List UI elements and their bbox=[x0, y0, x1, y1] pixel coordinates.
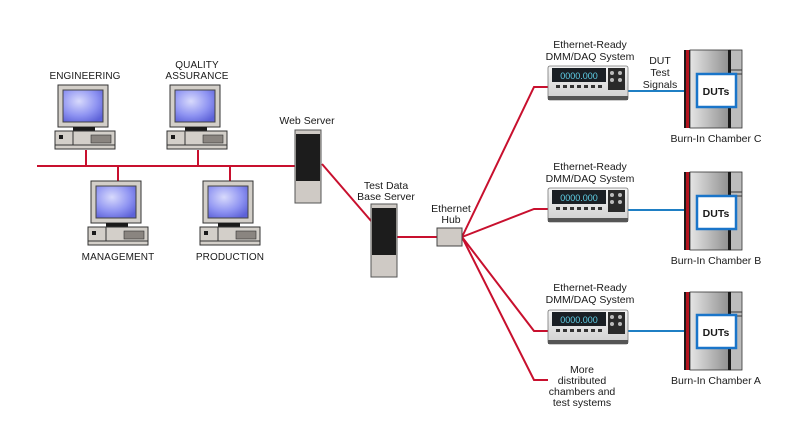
label-db-server-1: Test Data bbox=[363, 180, 409, 192]
label-more-4: test systems bbox=[552, 397, 612, 409]
label-assurance: ASSURANCE bbox=[165, 71, 229, 82]
label-more-3: chambers and bbox=[548, 386, 616, 398]
dmm-instrument-c[interactable]: 0000.000 bbox=[547, 65, 629, 101]
label-dmm-a-2: DMM/DAQ System bbox=[545, 294, 635, 306]
test-data-base-server[interactable] bbox=[370, 203, 398, 278]
svg-text:DUTs: DUTs bbox=[703, 327, 730, 339]
label-chamber-b: Burn-In Chamber B bbox=[670, 255, 762, 267]
svg-text:DUTs: DUTs bbox=[703, 208, 730, 220]
label-more-2: distributed bbox=[557, 375, 607, 387]
dmm-instrument-a[interactable]: 0000.000 bbox=[547, 309, 629, 345]
label-dmm-c-2: DMM/DAQ System bbox=[545, 51, 635, 63]
label-chamber-c: Burn-In Chamber C bbox=[670, 133, 762, 145]
dut-box-a: DUTs bbox=[695, 313, 738, 350]
label-dmm-b-1: Ethernet-Ready bbox=[553, 161, 627, 173]
workstation-management[interactable] bbox=[87, 180, 149, 246]
label-dut-signals-1: DUT bbox=[649, 55, 671, 67]
web-server[interactable] bbox=[294, 129, 322, 204]
label-chamber-a: Burn-In Chamber A bbox=[671, 375, 761, 387]
label-management: MANAGEMENT bbox=[81, 252, 155, 263]
svg-text:DUTs: DUTs bbox=[703, 86, 730, 98]
label-dut-signals-2: Test bbox=[650, 67, 670, 79]
ethernet-hub[interactable] bbox=[436, 227, 463, 247]
label-engineering: ENGINEERING bbox=[49, 71, 121, 82]
label-dmm-c-1: Ethernet-Ready bbox=[553, 39, 627, 51]
label-hub-2: Hub bbox=[441, 214, 461, 226]
dut-box-c: DUTs bbox=[695, 72, 738, 109]
workstation-quality-assurance[interactable] bbox=[166, 84, 228, 150]
label-hub-1: Ethernet bbox=[431, 203, 471, 215]
dmm-instrument-b[interactable]: 0000.000 bbox=[547, 187, 629, 223]
label-quality: QUALITY bbox=[175, 60, 219, 71]
dmm-display-text: 0000.000 bbox=[560, 315, 598, 325]
dmm-display-text: 0000.000 bbox=[560, 71, 598, 81]
workstation-engineering[interactable] bbox=[54, 84, 116, 150]
label-dmm-b-2: DMM/DAQ System bbox=[545, 173, 635, 185]
label-db-server-2: Base Server bbox=[357, 191, 415, 203]
workstation-production[interactable] bbox=[199, 180, 261, 246]
dut-signal-lines bbox=[628, 90, 684, 332]
dut-box-b: DUTs bbox=[695, 194, 738, 231]
dmm-display-text: 0000.000 bbox=[560, 193, 598, 203]
label-web-server: Web Server bbox=[279, 115, 335, 127]
label-production: PRODUCTION bbox=[195, 252, 265, 263]
label-more-1: More bbox=[570, 364, 594, 376]
lan-bus bbox=[37, 86, 548, 381]
label-dmm-a-1: Ethernet-Ready bbox=[553, 282, 627, 294]
label-dut-signals-3: Signals bbox=[642, 79, 678, 91]
screen bbox=[62, 89, 104, 123]
